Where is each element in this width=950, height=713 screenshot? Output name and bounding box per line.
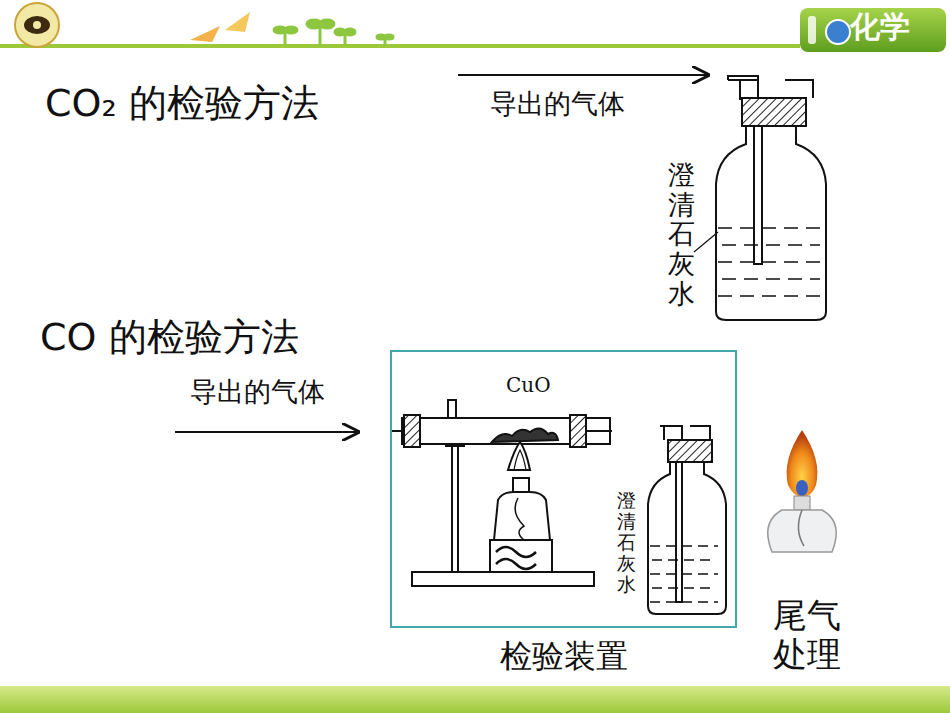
cuo-apparatus [390,400,612,586]
apparatus-caption: 检验装置 [392,638,735,675]
section-heading: CO 的检验方法 [40,316,299,360]
reagent-label: 澄清石灰水 [668,160,695,308]
burner-label: 尾气 处理 [766,596,848,674]
tail-gas-burner [768,430,836,552]
gas-label: 导出的气体 [190,376,325,407]
gas-bottle [694,76,826,320]
reagent-label: CuO [506,374,551,397]
subject-badge: 化学 [850,10,910,45]
section-heading: CO₂ 的检验方法 [45,82,319,126]
gas-arrow [458,74,708,76]
apparatus-frame: 检验装置 [390,350,737,628]
gas-arrow [175,431,358,433]
reagent-label: 澄清石灰水 [617,490,636,594]
gas-label: 导出的气体 [490,88,625,119]
limewater-bottle [648,426,726,614]
footer-band [0,686,950,713]
header-band [0,3,946,52]
